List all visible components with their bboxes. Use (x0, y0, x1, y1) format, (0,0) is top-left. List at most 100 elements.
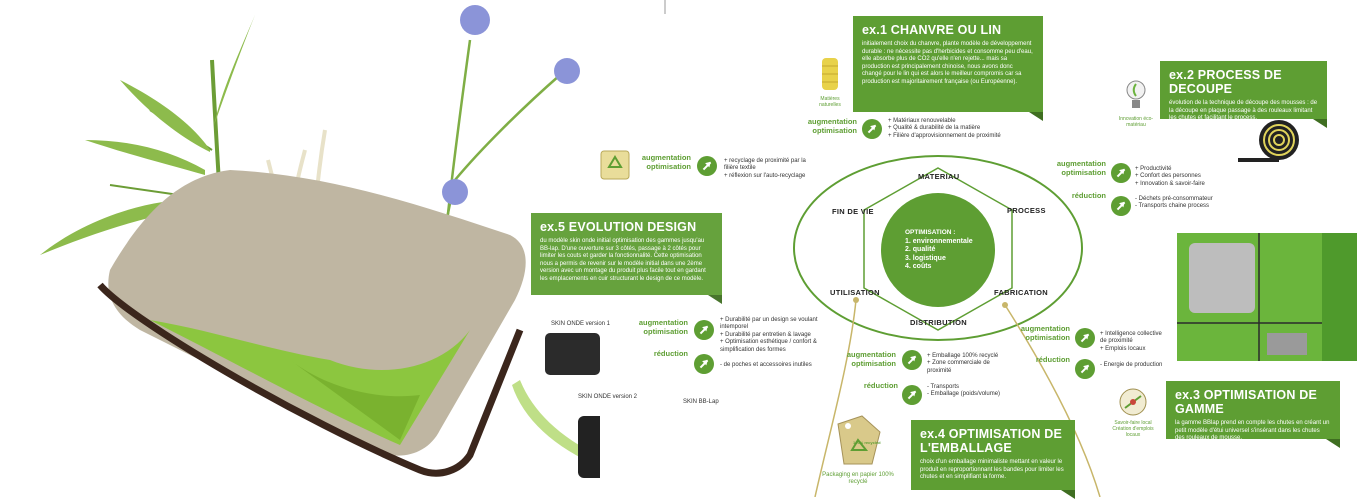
caption-version1: SKIN ONDE version 1 (551, 321, 611, 327)
box-ex3-text: la gamme BBlap prend en compte les chute… (1175, 420, 1330, 442)
cycle-label-materiau: MATERIAU (918, 172, 960, 181)
center-item: 2. qualité (905, 246, 936, 253)
benefit-item: intemporel (720, 324, 749, 331)
version1-photo (545, 333, 600, 375)
benefit-item: - Déchets pré-consommateur (1135, 196, 1213, 202)
benefit-item: + Optimisation esthétique / confort & (720, 339, 817, 346)
cycle-label-process: PROCESS (1007, 206, 1046, 215)
process-red-list: - Déchets pré-consommateur - Transports … (1135, 196, 1213, 211)
arrow-up-icon (694, 320, 714, 340)
fab-red-list: - Energie de production (1100, 362, 1162, 369)
connector-dot-2 (1002, 302, 1008, 308)
connector-dot-1 (853, 297, 859, 303)
benefit-item: simplification des formes (720, 346, 786, 353)
benefit-item: + réflexion sur l'auto-recyclage (724, 172, 806, 179)
aug-word: augmentation (641, 153, 691, 162)
benefit-item: - Emballage (poids/volume) (927, 391, 1001, 398)
fin-aug-list: + recyclage de proximité par la filière … (724, 158, 806, 180)
foam-layout-photo (1177, 233, 1357, 361)
dist-aug-list: + Emballage 100% recyclé + Zone commerci… (927, 353, 998, 375)
product-illustration (40, 5, 600, 478)
box-ex1-title: ex.1 CHANVRE OU LIN (862, 23, 1002, 37)
lightbulb-icon (1126, 80, 1146, 108)
arrow-up-icon (1111, 163, 1131, 183)
connector-fabrication (1004, 304, 1101, 497)
box-ex5-title: ex.5 EVOLUTION DESIGN (540, 220, 697, 234)
center-circle (881, 193, 995, 307)
caption-matieres: Matières naturelles (819, 96, 841, 108)
box-ex5: ex.5 EVOLUTION DESIGN du modèle skin ond… (531, 213, 722, 304)
fab-red-label: réduction (1035, 355, 1070, 364)
fab-aug-list: + Intelligence collective de proximité +… (1100, 331, 1162, 353)
materiau-aug-list: + Matériaux renouvelable + Qualité & dur… (888, 118, 1001, 140)
cycle-label-fin-de-vie: FIN DE VIE (832, 207, 874, 216)
benefit-item: - Energie de production (1100, 362, 1163, 368)
benefit-item: - Transports chaine process (1135, 203, 1210, 210)
cycle-label-utilisation: UTILISATION (830, 288, 880, 297)
benefit-item: - de poches et accessoires inutiles (720, 362, 812, 368)
arrow-down-icon (694, 354, 714, 374)
caption-bblap: SKIN BB-Lap (683, 399, 719, 405)
cycle-label-fabrication: FABRICATION (994, 288, 1048, 297)
thread-spool-icon (822, 58, 838, 90)
caption-innovation: Innovation éco-matériau (1118, 116, 1154, 128)
benefit-item: + Filière d'approvisionnement de proximi… (888, 132, 1001, 139)
benefit-item: + Productivité (1135, 166, 1172, 172)
benefit-item: + Innovation & savoir-faire (1135, 180, 1205, 187)
opt-word: optimisation (812, 125, 857, 135)
arrow-down-icon (1111, 196, 1131, 216)
box-ex3-title: ex.3 OPTIMISATION DE GAMME (1175, 388, 1317, 416)
box-ex2-title: ex.2 PROCESS DE DECOUPE (1169, 68, 1282, 96)
sleeve-fold (290, 360, 420, 440)
util-aug-list: + Durabilité par un design se voulant in… (720, 317, 818, 354)
recycled-badge-text: 100% recycled (853, 440, 881, 445)
recycled-tag-icon (837, 415, 881, 465)
opt-word: optimisation (851, 358, 896, 368)
cycle-label-distribution: DISTRIBUTION (910, 318, 967, 327)
benefit-item: + Matériaux renouvelable (888, 118, 956, 124)
foam-roll-icon (1238, 120, 1299, 162)
aug-word: augmentation (1056, 159, 1106, 168)
benefit-item: + Qualité & durabilité de la matière (888, 125, 981, 132)
benefit-item: + Intelligence collective (1100, 331, 1162, 337)
aug-word: augmentation (807, 117, 857, 126)
benefit-item: + recyclage de proximité par la (724, 158, 806, 164)
benefit-item: + Emballage 100% recyclé (927, 353, 999, 359)
aug-word: augmentation (846, 350, 896, 359)
box-ex2-text: évolution de la technique de découpe des… (1169, 100, 1318, 122)
dist-red-list: - Transports - Emballage (poids/volume) (927, 384, 1000, 399)
arrow-down-icon (1075, 359, 1095, 379)
benefit-item: + Emplois locaux (1100, 345, 1146, 352)
arrow-up-icon (1075, 328, 1095, 348)
connector-utilisation (814, 299, 857, 497)
arrow-up-icon (697, 156, 717, 176)
box-ex4-title: ex.4 OPTIMISATION DE L'EMBALLAGE (920, 427, 1062, 455)
cycle-hexagon (863, 167, 1013, 331)
caption-packaging: Packaging en papier 100% recyclé (822, 472, 894, 485)
benefit-item: proximité (927, 367, 952, 374)
benefit-item: + Confort des personnes (1135, 173, 1201, 180)
center-text: OPTIMISATION : 1. environnementale 2. qu… (905, 229, 985, 272)
flax-flowers (442, 5, 580, 205)
opt-word: optimisation (646, 161, 691, 171)
box-ex2: ex.2 PROCESS DE DECOUPE évolution de la … (1160, 61, 1327, 128)
aug-word: augmentation (638, 318, 688, 327)
benefit-item: filière textile (724, 165, 756, 172)
arrow-up-icon (902, 350, 922, 370)
box-ex3: ex.3 OPTIMISATION DE GAMME la gamme BBla… (1166, 381, 1340, 448)
center-item: 1. environnementale (905, 237, 973, 245)
dist-red-label: réduction (863, 381, 898, 390)
opt-word: optimisation (1025, 332, 1070, 342)
benefit-item: + Durabilité par un design se voulant (720, 317, 818, 323)
recycle-icon (600, 150, 630, 180)
version2-photo (578, 416, 600, 478)
box-ex1: ex.1 CHANVRE OU LIN initialement choix d… (853, 16, 1043, 121)
benefit-item: + Zone commerciale de (927, 360, 990, 367)
box-ex4-text: choix d'un emballage minimaliste mettant… (920, 459, 1064, 481)
benefit-item: de proximité (1100, 338, 1133, 345)
center-item: 4. coûts (905, 263, 932, 270)
